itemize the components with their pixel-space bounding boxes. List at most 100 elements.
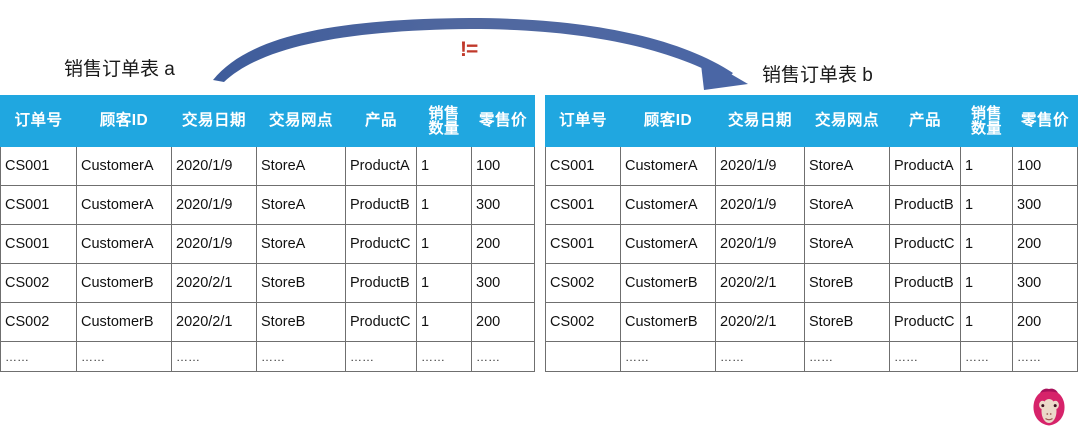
table-a-cell: StoreB (256, 302, 346, 342)
table-a-cell: StoreA (256, 185, 346, 225)
table-a-col-product: 产品 (345, 95, 417, 147)
table-b-cell: StoreB (804, 263, 890, 303)
table-a-cell: CS002 (0, 302, 77, 342)
table-b-col-product: 产品 (889, 95, 961, 147)
table-b-cell: 200 (1012, 224, 1078, 264)
table-a-cell: CustomerB (76, 302, 172, 342)
table-a-cell: 300 (471, 185, 535, 225)
table-a-col-trade-date: 交易日期 (171, 95, 257, 147)
table-a-cell: StoreA (256, 146, 346, 186)
table-b-cell: 300 (1012, 185, 1078, 225)
table-b-cell: ProductB (889, 185, 961, 225)
table-b-cell: CS002 (545, 302, 621, 342)
table-b-header-row: 订单号 顾客ID 交易日期 交易网点 产品 销售 数量 零售价 (545, 95, 1078, 147)
table-a-cell: 200 (471, 302, 535, 342)
table-b-cell (545, 341, 621, 372)
table-a-cell: …… (345, 341, 417, 372)
not-equal-symbol: != (460, 38, 478, 61)
table-b-col-retail-price: 零售价 (1012, 95, 1078, 147)
table-a-cell: ProductC (345, 302, 417, 342)
table-b-col-sales-qty-line2: 数量 (970, 120, 1002, 137)
table-b-cell: 1 (960, 185, 1013, 225)
table-a-col-retail-price: 零售价 (471, 95, 535, 147)
table-b-cell: 1 (960, 224, 1013, 264)
table-a-cell: …… (256, 341, 346, 372)
table-a-cell: 2020/1/9 (171, 146, 257, 186)
table-a-cell: 2020/1/9 (171, 185, 257, 225)
table-a-cell: CustomerA (76, 185, 172, 225)
table-a-cell: CustomerA (76, 224, 172, 264)
table-b-cell: 1 (960, 263, 1013, 303)
table-a-cell: ProductB (345, 263, 417, 303)
table-a-cell: …… (471, 341, 535, 372)
table-b-cell: 100 (1012, 146, 1078, 186)
table-a-cell: StoreA (256, 224, 346, 264)
table-b-cell: 200 (1012, 302, 1078, 342)
table-b-col-sales-qty: 销售 数量 (960, 95, 1013, 147)
table-a-cell: 2020/2/1 (171, 302, 257, 342)
table-a-col-sales-qty: 销售 数量 (416, 95, 472, 147)
table-a-cell: StoreB (256, 263, 346, 303)
table-a-cell: 1 (416, 302, 472, 342)
table-a-cell: 1 (416, 146, 472, 186)
table-a-cell: 2020/1/9 (171, 224, 257, 264)
table-b-col-trade-store: 交易网点 (804, 95, 890, 147)
table-b-cell: StoreA (804, 185, 890, 225)
table-b-cell: …… (620, 341, 716, 372)
table-a-col-trade-store: 交易网点 (256, 95, 346, 147)
table-b-col-trade-date: 交易日期 (715, 95, 805, 147)
table-b-cell: CS001 (545, 185, 621, 225)
table-a-cell: 100 (471, 146, 535, 186)
table-b-cell: 2020/2/1 (715, 302, 805, 342)
table-a-title: 销售订单表 a (64, 59, 175, 80)
table-b-cell: 2020/1/9 (715, 224, 805, 264)
table-b-row: ……………………………… (545, 341, 1078, 372)
table-a-cell: CS001 (0, 146, 77, 186)
table-b-cell: …… (960, 341, 1013, 372)
table-b-cell: …… (804, 341, 890, 372)
table-a-cell: ProductB (345, 185, 417, 225)
table-a-cell: ProductC (345, 224, 417, 264)
table-b-col-customer-id: 顾客ID (620, 95, 716, 147)
table-b-cell: StoreA (804, 146, 890, 186)
table-b-cell: CustomerA (620, 146, 716, 186)
table-a-cell: 200 (471, 224, 535, 264)
table-b-cell: …… (1012, 341, 1078, 372)
table-b-cell: CS001 (545, 224, 621, 264)
table-b-cell: 1 (960, 302, 1013, 342)
table-a-cell: ProductA (345, 146, 417, 186)
table-a-cell: CS002 (0, 263, 77, 303)
table-a-cell: …… (0, 341, 77, 372)
table-a-cell: …… (76, 341, 172, 372)
table-b-cell: …… (889, 341, 961, 372)
table-a-cell: CustomerB (76, 263, 172, 303)
table-b-cell: 2020/1/9 (715, 185, 805, 225)
table-b-cell: 2020/2/1 (715, 263, 805, 303)
table-b-cell: ProductC (889, 302, 961, 342)
table-b-title: 销售订单表 b (762, 65, 873, 86)
table-b-cell: 1 (960, 146, 1013, 186)
table-a-cell: CustomerA (76, 146, 172, 186)
arrow-head (700, 56, 748, 90)
table-b-cell: ProductC (889, 224, 961, 264)
table-a-cell: …… (171, 341, 257, 372)
table-b-cell: 300 (1012, 263, 1078, 303)
table-a-cell: 2020/2/1 (171, 263, 257, 303)
table-b-cell: StoreA (804, 224, 890, 264)
table-b-col-sales-qty-line1: 销售 (970, 104, 1002, 122)
table-a-cell: 1 (416, 263, 472, 303)
table-a-cell: CS001 (0, 185, 77, 225)
table-a-cell: 1 (416, 224, 472, 264)
table-a-row: …………………………………… (0, 341, 535, 372)
